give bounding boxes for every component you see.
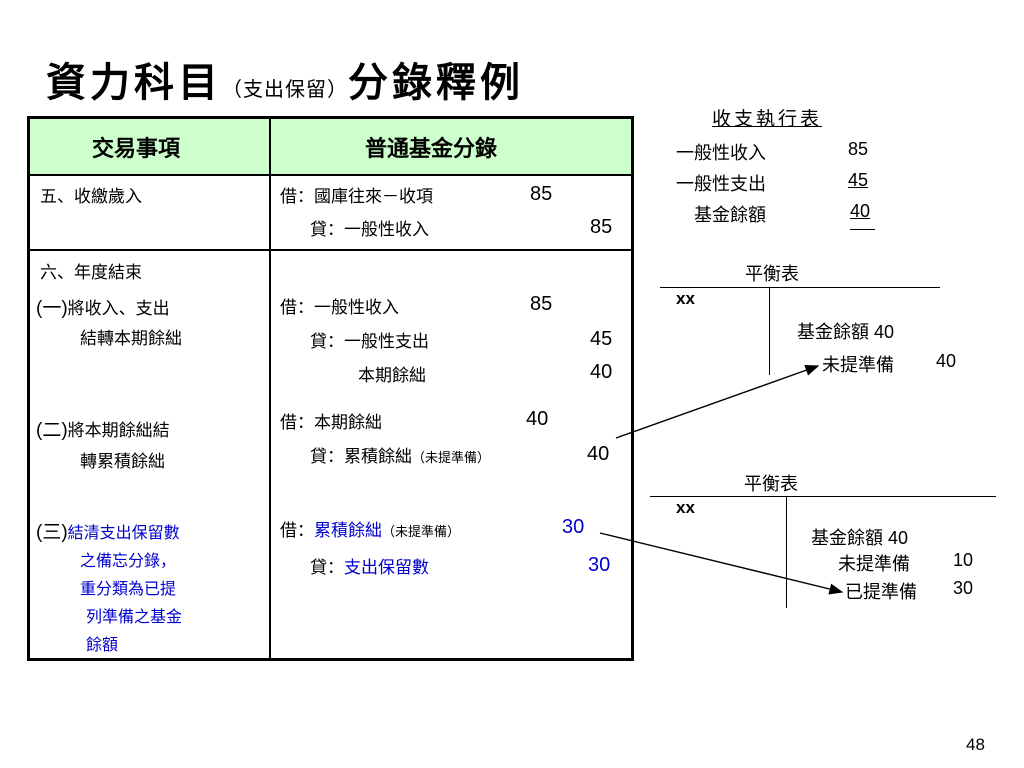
exec-row-revenue-label: 一般性收入 <box>676 143 766 163</box>
entry-step2-debit-amount: 40 <box>526 408 549 430</box>
exec-row-fund-value: 40 <box>850 201 871 221</box>
step1-line2: 結轉本期餘絀 <box>80 329 182 349</box>
balance1-left: xx <box>676 289 695 308</box>
event-step3: (三)結清支出保留數 <box>36 520 180 546</box>
balance2-t-vertical <box>786 496 787 608</box>
step3-debit-prefix: 借： <box>280 521 314 541</box>
title-tail: 分錄釋例 <box>348 59 524 106</box>
balance2-left: xx <box>676 498 695 517</box>
step3-debit-label: 累積餘絀 <box>314 521 382 541</box>
header-general-fund-entry: 普通基金分錄 <box>365 136 498 162</box>
balance2-line2-value: 10 <box>953 550 974 570</box>
balance2-line3-value: 30 <box>953 578 974 598</box>
step3-line3: 重分類為已提 <box>80 579 177 598</box>
balance1-t-vertical <box>769 287 770 375</box>
exec-row-expense-label: 一般性支出 <box>676 174 766 194</box>
entry-step2-credit-amount: 40 <box>587 443 610 465</box>
title-sub: （支出保留） <box>222 77 348 101</box>
step3-line4: 列準備之基金 <box>86 607 183 626</box>
balance2-line2-label: 未提準備 <box>838 554 910 574</box>
step1-line1: 將收入、支出 <box>67 299 170 319</box>
balance1-line2-label: 未提準備 <box>822 355 894 375</box>
journal-entry-table: 交易事項 普通基金分錄 <box>27 116 634 661</box>
entry-row5-credit: 貸：一般性收入 <box>310 220 429 240</box>
row-divider <box>30 249 631 251</box>
entry-step3-credit: 貸：支出保留數 <box>310 555 429 581</box>
step3-line5: 餘額 <box>86 635 119 654</box>
entry-step1-credit2: 本期餘絀 <box>358 366 426 386</box>
entry-step3-debit-amount: 30 <box>562 516 585 538</box>
step1-label: (一) <box>36 298 68 319</box>
step3-label: (三) <box>36 522 68 543</box>
balance1-t-horizontal <box>660 287 940 288</box>
balance2-line1: 基金餘額 40 <box>811 528 909 548</box>
entry-step3-debit: 借：累積餘絀（未提準備） <box>280 518 460 546</box>
arrow-to-balance1 <box>615 364 820 439</box>
title-main: 資力科目 <box>46 59 222 106</box>
entry-step1-credit-amount: 45 <box>590 328 613 350</box>
step2-label: (二) <box>36 420 68 441</box>
balance1-line2-value: 40 <box>936 351 957 371</box>
step2-credit-note: （未提準備） <box>412 451 491 466</box>
exec-statement-title: 收支執行表 <box>712 109 823 130</box>
double-underline <box>850 229 875 230</box>
header-transaction: 交易事項 <box>92 136 181 162</box>
page-number: 48 <box>966 735 985 754</box>
step2-line1: 將本期餘絀結 <box>67 421 170 441</box>
event-row5: 五、收繳歲入 <box>40 187 142 207</box>
entry-step3-credit-amount: 30 <box>588 554 611 576</box>
balance2-line3-label: 已提準備 <box>845 582 917 602</box>
event-row6-heading: 六、年度結束 <box>40 263 142 283</box>
step3-line1: 結清支出保留數 <box>67 523 180 542</box>
entry-row5-debit: 借：國庫往來－收項 <box>280 187 433 207</box>
entry-step2-credit: 貸：累積餘絀（未提準備） <box>310 444 490 472</box>
entry-step1-debit-amount: 85 <box>530 293 553 315</box>
arrow-to-balance2 <box>599 532 844 595</box>
entry-step1-debit: 借：一般性收入 <box>280 298 399 318</box>
entry-step1-credit2-amount: 40 <box>590 361 613 383</box>
entry-row5-credit-amount: 85 <box>590 216 613 238</box>
event-step1: (一)將收入、支出 <box>36 296 170 322</box>
slide-title: 資力科目（支出保留）分錄釋例 <box>46 50 524 108</box>
balance2-title: 平衡表 <box>744 474 798 494</box>
exec-row-expense-value: 45 <box>848 170 869 190</box>
table-header <box>30 119 631 176</box>
balance1-title: 平衡表 <box>745 264 799 284</box>
step3-credit-prefix: 貸： <box>310 558 344 578</box>
column-divider <box>269 119 271 658</box>
exec-row-fund-label: 基金餘額 <box>694 205 766 225</box>
entry-step1-credit: 貸：一般性支出 <box>310 332 429 352</box>
step2-line2: 轉累積餘絀 <box>80 452 165 472</box>
entry-step2-debit: 借：本期餘絀 <box>280 413 382 433</box>
step3-debit-note: （未提準備） <box>382 525 461 540</box>
balance1-line1: 基金餘額 40 <box>797 322 895 342</box>
event-step2: (二)將本期餘絀結 <box>36 418 170 444</box>
step3-credit-label: 支出保留數 <box>344 558 429 578</box>
entry-row5-debit-amount: 85 <box>530 183 553 205</box>
step2-credit-label: 貸：累積餘絀 <box>310 447 412 467</box>
step3-line2: 之備忘分錄， <box>80 551 177 570</box>
exec-row-revenue-value: 85 <box>848 139 869 159</box>
balance2-t-horizontal <box>650 496 996 497</box>
